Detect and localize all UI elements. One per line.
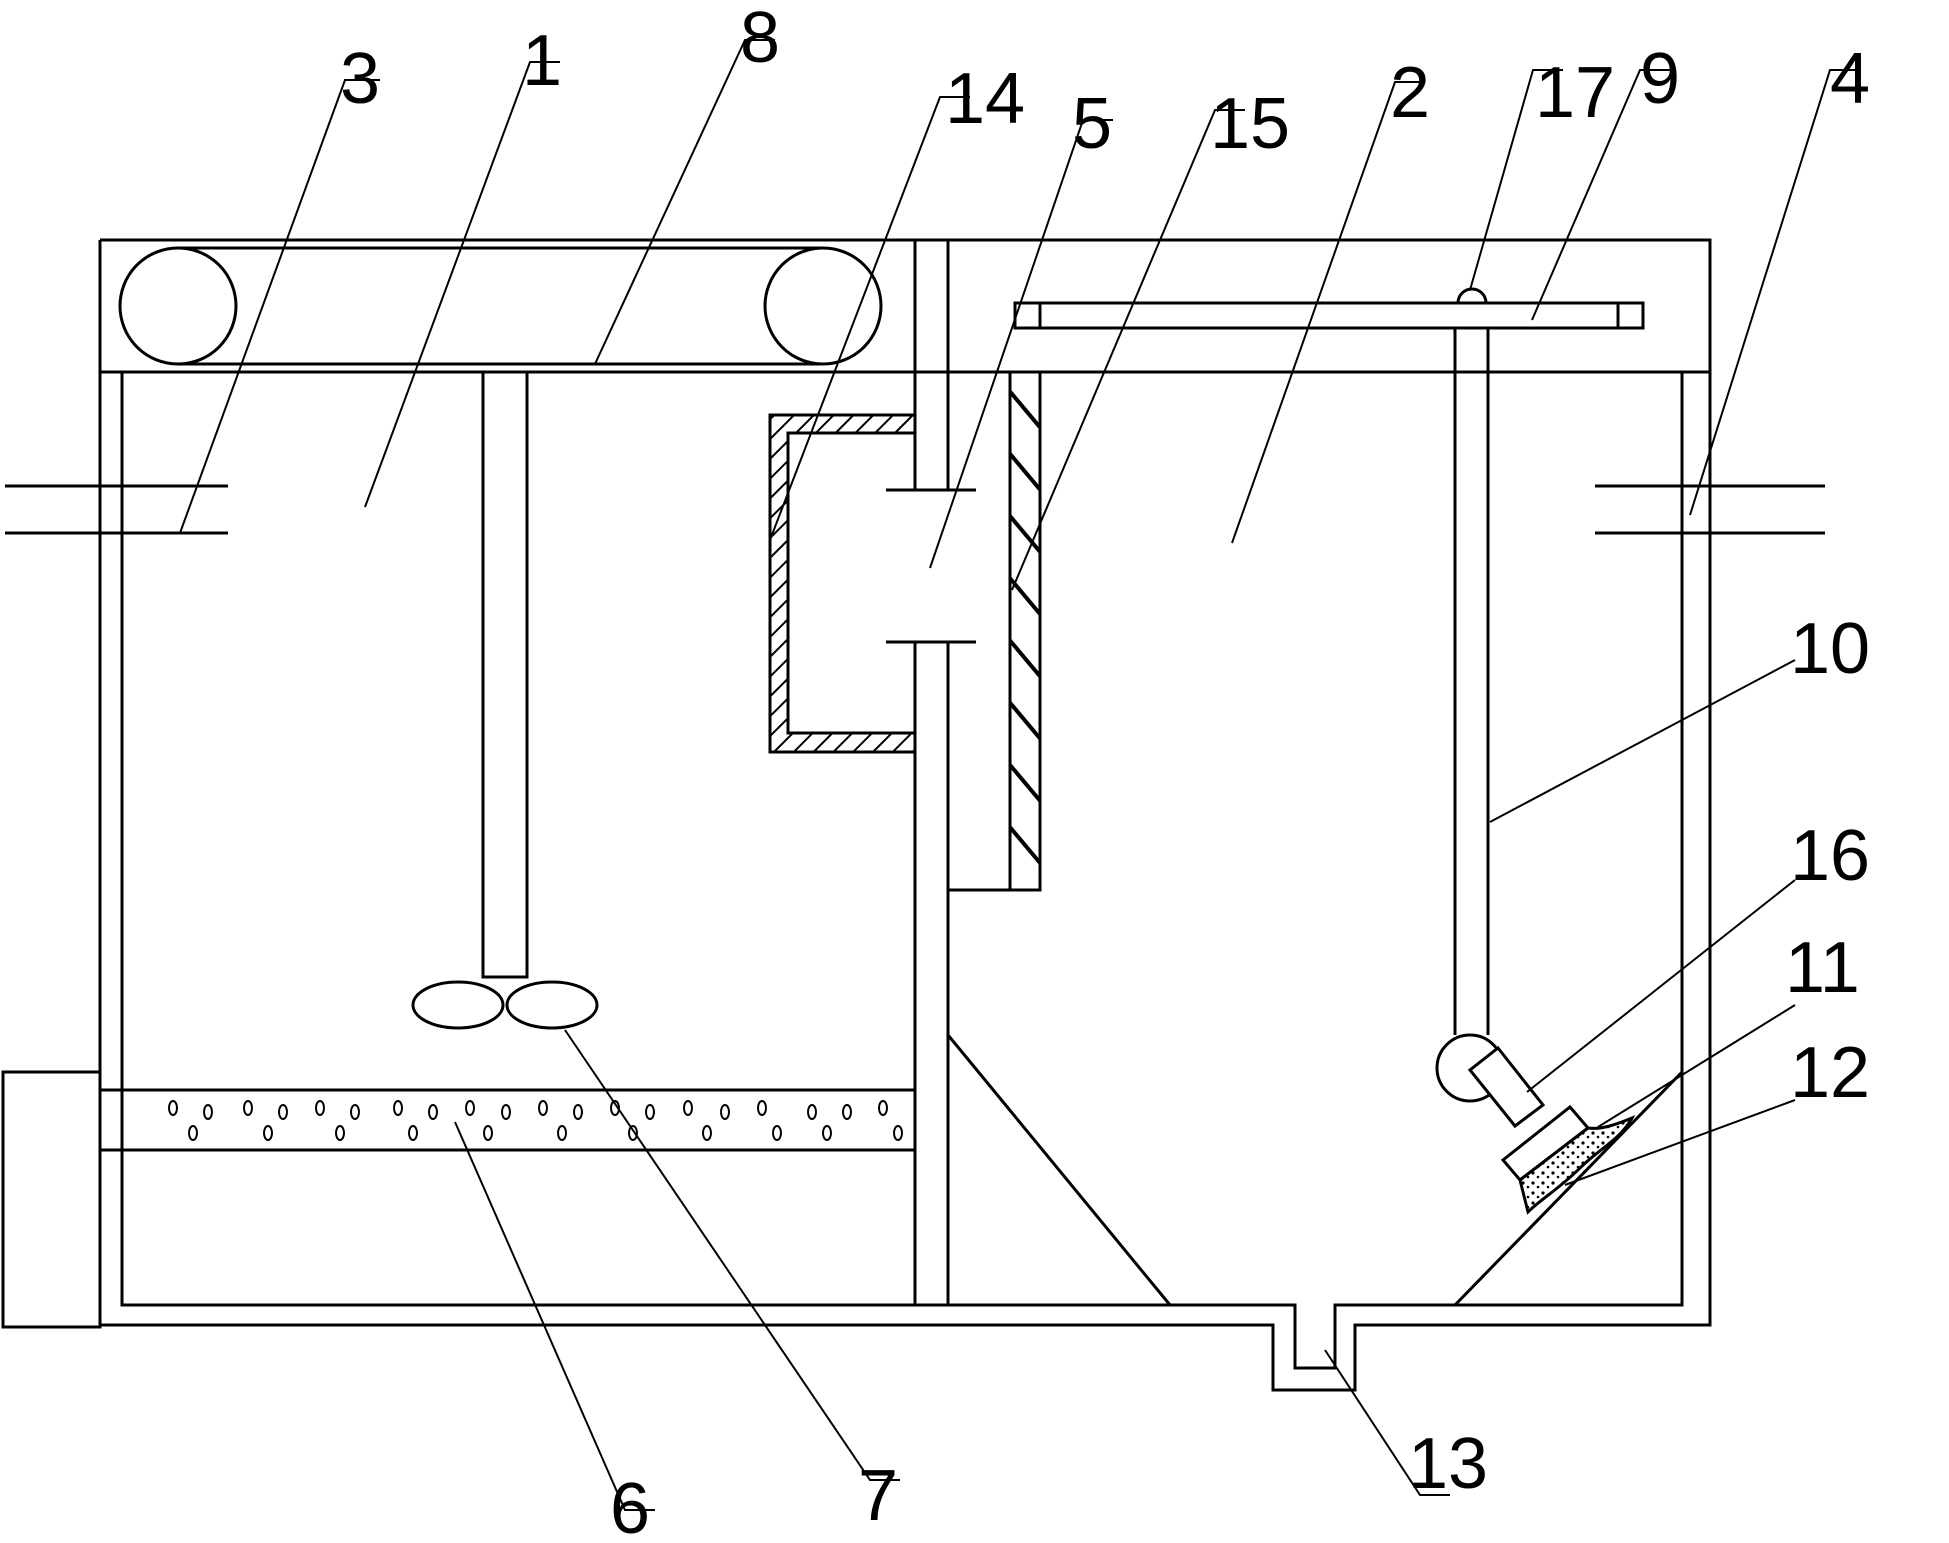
inlet-pipe <box>5 484 228 535</box>
label-15: 15 <box>1210 84 1290 164</box>
label-11: 11 <box>1785 928 1860 1008</box>
partition-wall <box>886 240 976 1305</box>
label-10: 10 <box>1790 609 1870 689</box>
baffle-plate <box>1008 370 1042 892</box>
belt-drive <box>118 246 883 366</box>
label-1: 1 <box>522 21 562 101</box>
settling-cone <box>946 1034 1684 1307</box>
label-14: 14 <box>945 59 1025 139</box>
label-2: 2 <box>1390 53 1430 133</box>
blower-box <box>1 1070 102 1329</box>
label-4: 4 <box>1830 39 1870 119</box>
callout-labels: 1 2 3 4 5 6 7 8 9 10 11 12 13 14 15 16 1… <box>340 0 1870 1543</box>
label-6: 6 <box>610 1469 650 1543</box>
label-13: 13 <box>1408 1424 1488 1504</box>
outlet-pipe <box>1595 484 1825 535</box>
label-5: 5 <box>1072 84 1112 164</box>
label-3: 3 <box>340 39 380 119</box>
label-16: 16 <box>1790 816 1870 896</box>
scraper-head <box>1500 1104 1636 1215</box>
label-7: 7 <box>858 1456 898 1536</box>
aeration-pipe <box>100 1088 915 1152</box>
label-8: 8 <box>740 0 780 78</box>
leader-lines <box>179 39 1860 1511</box>
tank-body <box>98 238 1712 1392</box>
scraper-arm <box>1453 328 1490 1035</box>
label-12: 12 <box>1790 1033 1870 1113</box>
filter-box <box>768 413 917 754</box>
rail-pulley <box>1456 287 1488 304</box>
stirrer <box>411 370 599 1030</box>
label-17: 17 <box>1535 53 1615 133</box>
label-9: 9 <box>1640 39 1680 119</box>
scraper-joint <box>1435 1033 1546 1129</box>
top-rail <box>1013 301 1645 330</box>
